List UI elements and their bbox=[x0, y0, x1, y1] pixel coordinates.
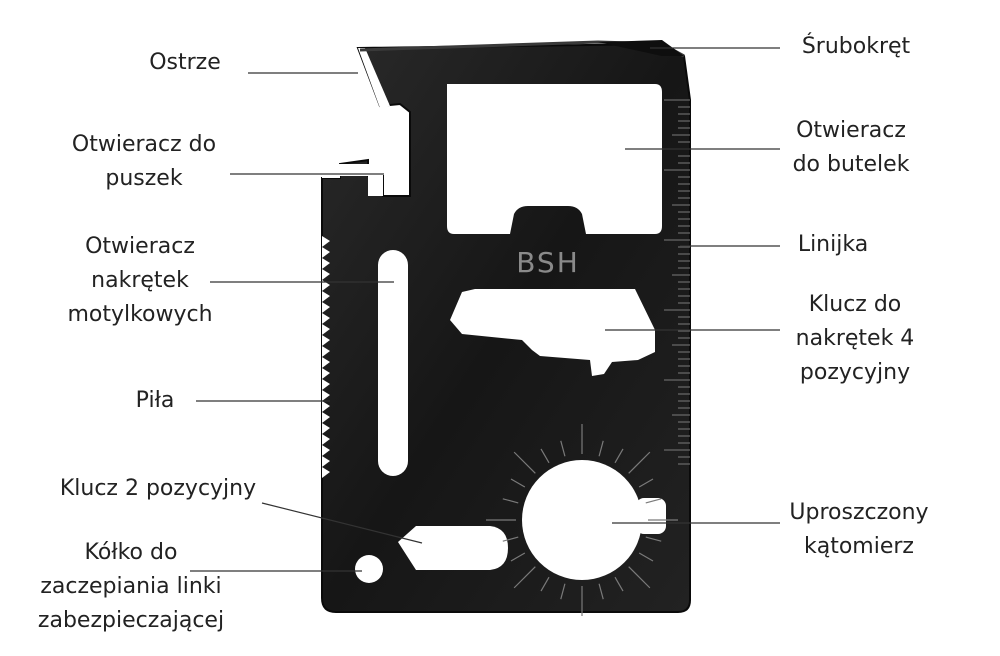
saw-tooth bbox=[322, 291, 330, 302]
ruler-ticks bbox=[664, 99, 690, 465]
protractor-tick bbox=[560, 583, 566, 600]
label-katomierz: Uproszczony kątomierz bbox=[789, 500, 929, 559]
protractor-tick bbox=[638, 478, 654, 488]
label-otwieracz-puszek: Otwieracz do puszek bbox=[71, 132, 217, 191]
label-klucz-4: Klucz do nakrętek 4 pozycyjny bbox=[795, 292, 915, 385]
saw-teeth bbox=[322, 236, 330, 478]
label-otwieracz-butelek: Otwieracz do butelek bbox=[792, 118, 910, 177]
label-otwieracz-nakretek: Otwieracz nakrętek motylkowych bbox=[67, 234, 213, 327]
saw-tooth bbox=[322, 467, 330, 478]
card-body bbox=[321, 42, 691, 613]
protractor-tick bbox=[510, 552, 526, 562]
saw-tooth bbox=[322, 423, 330, 434]
protractor-tick bbox=[540, 576, 550, 592]
saw-tooth bbox=[322, 280, 330, 291]
label-kolko: Kółko do zaczepiania linki zabezpieczają… bbox=[37, 540, 225, 633]
label-srubokret: Śrubokręt bbox=[801, 34, 911, 59]
saw-tooth bbox=[322, 434, 330, 445]
protractor-tick bbox=[628, 566, 651, 589]
protractor-tick bbox=[540, 448, 550, 464]
saw-tooth bbox=[322, 302, 330, 313]
saw-tooth bbox=[322, 401, 330, 412]
label-linijka: Linijka bbox=[797, 232, 869, 257]
protractor-tick bbox=[502, 536, 519, 542]
saw-tooth bbox=[322, 390, 330, 401]
protractor-tick bbox=[645, 498, 662, 504]
saw-tooth bbox=[322, 346, 330, 357]
saw-tooth bbox=[322, 379, 330, 390]
protractor-tick bbox=[502, 498, 519, 504]
protractor-tick bbox=[513, 566, 536, 589]
saw-tooth bbox=[322, 368, 330, 379]
saw-tooth bbox=[322, 324, 330, 335]
leader-klucz-2 bbox=[261, 502, 423, 544]
leader-lines bbox=[190, 47, 780, 572]
protractor-tick bbox=[638, 552, 654, 562]
label-klucz-2: Klucz 2 pozycyjny bbox=[59, 476, 257, 501]
saw-tooth bbox=[322, 357, 330, 368]
saw-tooth bbox=[322, 258, 330, 269]
saw-tooth bbox=[322, 247, 330, 258]
saw-tooth bbox=[322, 445, 330, 456]
protractor-tick bbox=[598, 440, 604, 457]
protractor-tick bbox=[513, 451, 536, 474]
saw-tooth bbox=[322, 412, 330, 423]
saw-tooth bbox=[322, 236, 330, 247]
protractor-tick bbox=[614, 576, 624, 592]
brand-logo: BSH bbox=[516, 246, 580, 279]
protractor-tick bbox=[614, 448, 624, 464]
protractor-tick bbox=[598, 583, 604, 600]
label-pila: Piła bbox=[135, 388, 175, 413]
saw-tooth bbox=[322, 313, 330, 324]
protractor-tick bbox=[560, 440, 566, 457]
protractor-tick bbox=[510, 478, 526, 488]
label-ostrze: Ostrze bbox=[149, 50, 221, 75]
protractor-tick bbox=[628, 451, 651, 474]
saw-tooth bbox=[322, 335, 330, 346]
saw-tooth bbox=[322, 456, 330, 467]
protractor-tick bbox=[645, 536, 662, 542]
screwdriver-tip bbox=[598, 40, 684, 56]
protractor-ticks bbox=[486, 424, 678, 616]
saw-tooth bbox=[322, 269, 330, 280]
